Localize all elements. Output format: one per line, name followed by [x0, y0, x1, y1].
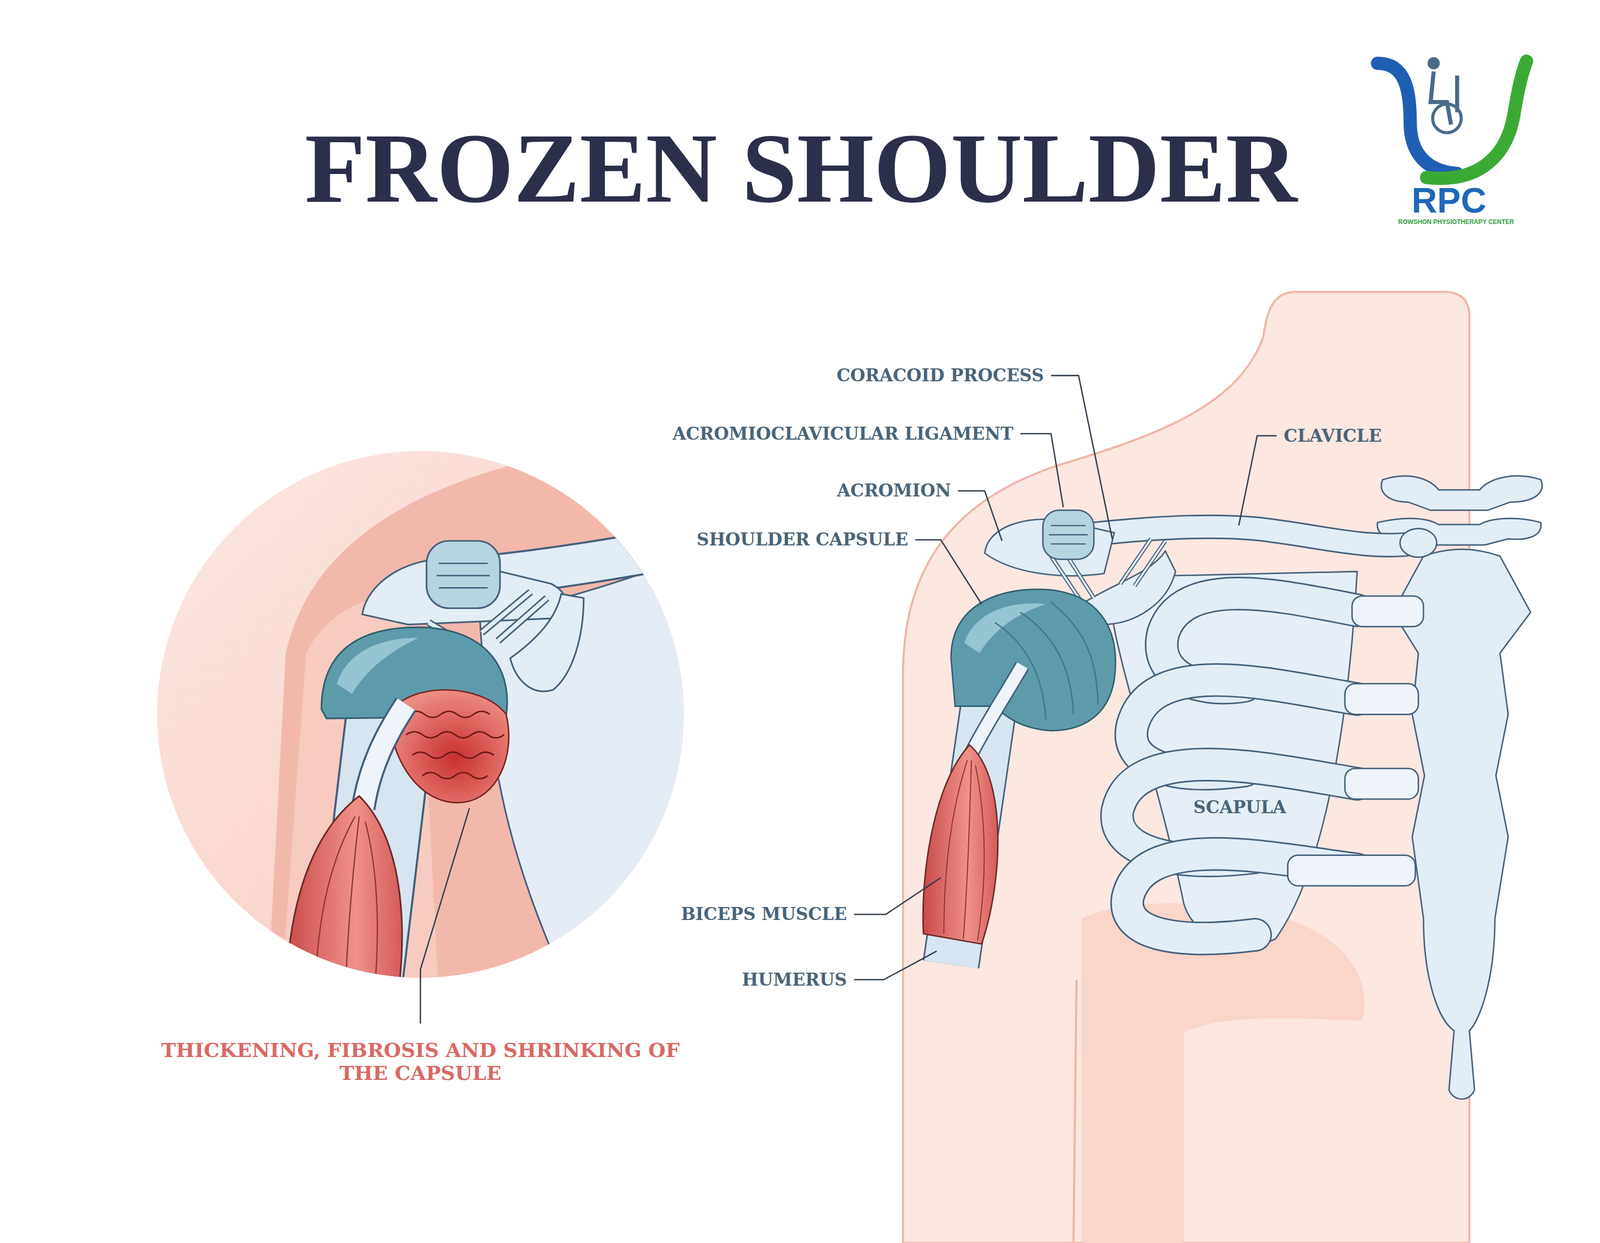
- part-label: ACROMIOCLAVICULAR LIGAMENT: [672, 423, 1014, 444]
- arm-line: [1073, 979, 1077, 1243]
- diagram-title: FROZEN SHOULDER: [304, 111, 1298, 226]
- part-label: CLAVICLE: [1283, 426, 1382, 446]
- leader-line: [854, 877, 942, 915]
- fibrosis-lines: [406, 710, 505, 779]
- sternum: [1392, 548, 1531, 1099]
- ligament-fibres: [1048, 525, 1088, 544]
- costal-cartilage: [1352, 595, 1424, 627]
- logo-swoosh-blue: [1377, 63, 1458, 174]
- muscle-fibres: [943, 759, 984, 941]
- muscle-fibres-zoom: [314, 816, 378, 1005]
- shoulder-capsule: [951, 589, 1116, 731]
- biceps-tendon-zoom-outline: [363, 704, 406, 809]
- clavicle-zoom: [479, 542, 705, 577]
- leader-line: [420, 807, 470, 1023]
- logo-figure: [1427, 57, 1441, 70]
- part-label: BICEPS MUSCLE: [680, 904, 847, 924]
- pathology-label: THICKENING, FIBROSIS AND SHRINKING OF TH…: [152, 1038, 689, 1084]
- ribs: [1117, 593, 1358, 939]
- leader-line: [1051, 375, 1113, 539]
- biceps-tendon-zoom: [363, 704, 406, 809]
- part-label: HUMERUS: [741, 969, 847, 990]
- biceps-tendon: [969, 665, 1023, 757]
- logo-figure: [1430, 71, 1458, 125]
- logo-swoosh-green: [1426, 61, 1527, 179]
- costal-cartilage: [1344, 683, 1419, 715]
- leader-lines: [420, 375, 1277, 1024]
- leader-line: [1238, 435, 1277, 525]
- leader-line: [958, 490, 1003, 541]
- biceps-muscle: [922, 744, 998, 944]
- capsule-highlight: [964, 603, 1046, 653]
- part-label: SHOULDER CAPSULE: [696, 529, 909, 550]
- scapula-bone: [1112, 571, 1358, 946]
- capsule-fibres: [994, 602, 1098, 720]
- vertebra: [1381, 476, 1543, 511]
- clavicle-end: [1400, 528, 1437, 558]
- costal-cartilage: [1344, 768, 1419, 799]
- clavicle-zoom-outline: [479, 542, 705, 577]
- biceps-zoom: [285, 795, 403, 1010]
- logo-subtitle: ROWSHON PHYSIOTHERAPY CENTER: [1398, 218, 1515, 227]
- costal-cartilage: [1287, 855, 1416, 886]
- logo-mark: [1377, 57, 1527, 179]
- part-label: SCAPULA: [1191, 797, 1289, 818]
- capsule-zoom-highlight: [336, 637, 419, 694]
- leader-line: [1020, 433, 1064, 508]
- biceps-tendon-outline: [969, 665, 1023, 757]
- part-label: ACROMION: [836, 480, 952, 501]
- leader-line: [915, 539, 982, 604]
- logo-wheel: [1432, 104, 1462, 133]
- ac-ligament: [1042, 509, 1094, 559]
- part-label: CORACOID PROCESS: [836, 365, 1044, 386]
- leader-line: [854, 951, 937, 980]
- ac-ligament-zoom: [426, 540, 500, 608]
- coracoid-zoom: [510, 593, 584, 692]
- ligament-fibres-zoom: [436, 563, 491, 588]
- logo-text: RPC: [1411, 179, 1487, 221]
